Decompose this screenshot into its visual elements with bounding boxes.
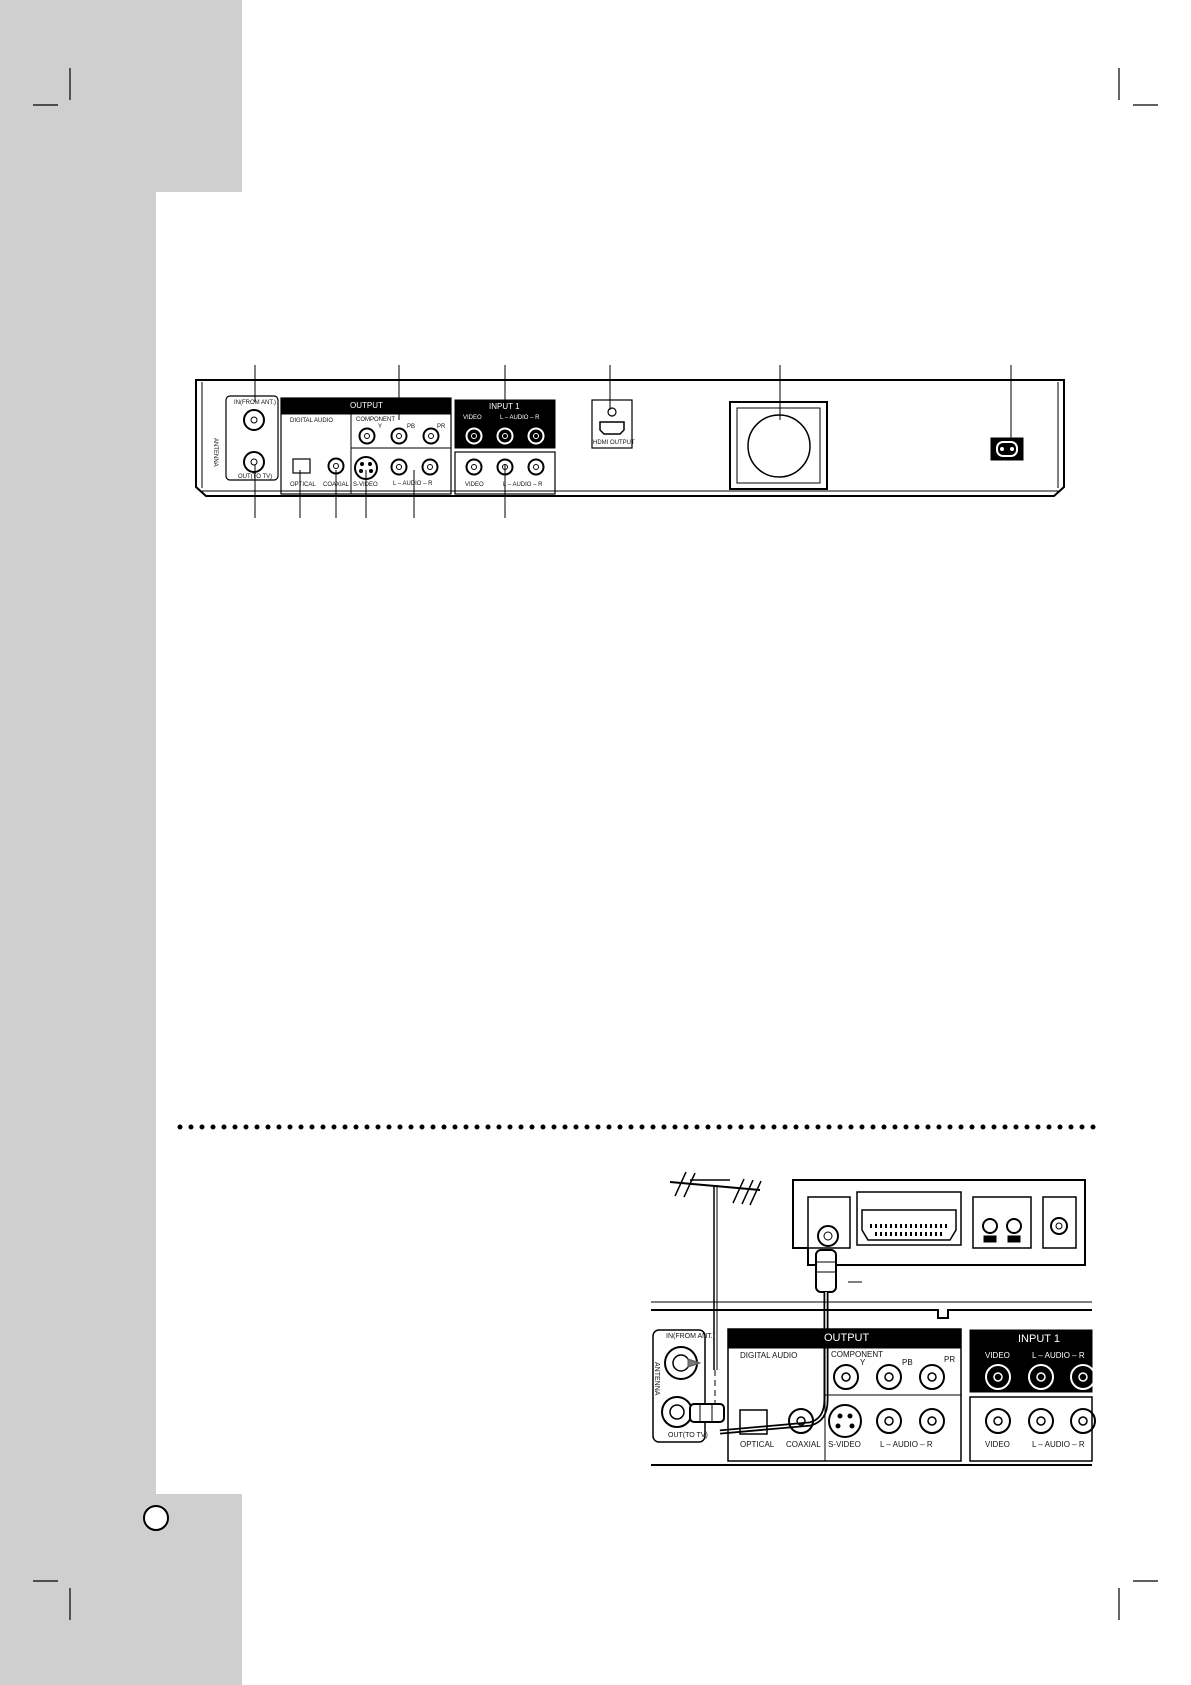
diagram-antenna-in-label: IN(FROM ANT.) [666,1333,715,1340]
diagram-input1-audio-label: L – AUDIO – R [1032,1351,1085,1360]
antenna-out-label: OUT(TO TV) [238,474,273,480]
input1-video-label: VIDEO [463,415,482,421]
antenna-side-label: ANTENNA [212,438,218,467]
diagram-component-y-label: Y [860,1358,866,1367]
crop-marks [33,68,1158,1620]
connection-diagram-drawing [651,1171,1096,1466]
rear-panel-drawing [195,365,1065,518]
component-pb-label: PB [407,424,416,430]
top-grey-band [156,0,242,192]
left-grey-band [0,0,156,1685]
component-label: COMPONENT [356,417,395,423]
component-pr-label: PR [437,424,446,430]
hdmi-output-label: HDMI OUTPUT [593,440,635,446]
optical-label: OPTICAL [290,482,316,488]
diagram-front-audio-label: L – AUDIO – R [1032,1440,1085,1449]
diagram-digital-audio-label: DIGITAL AUDIO [740,1351,798,1360]
antenna-in-label: IN(FROM ANT.) [234,400,276,406]
diagram-component-pb-label: PB [902,1358,913,1367]
diagram-input1-video-label: VIDEO [985,1351,1010,1360]
diagram-antenna-side-label: ANTENNA [653,1362,660,1396]
diagram-output-audio-label: L – AUDIO – R [880,1440,933,1449]
diagram-antenna-out-label: OUT(TO TV) [668,1432,708,1439]
front-audio-label: L – AUDIO – R [503,482,543,488]
output-audio-label: L – AUDIO – R [393,481,433,487]
input1-audio-label: L – AUDIO – R [500,415,540,421]
diagram-component-pr-label: PR [944,1355,956,1364]
component-y-label: Y [378,424,383,430]
digital-audio-label: DIGITAL AUDIO [290,418,334,424]
diagram-coaxial-label: COAXIAL [786,1440,821,1449]
diagram-s-video-label: S-VIDEO [828,1440,861,1449]
diagram-optical-label: OPTICAL [740,1440,775,1449]
input1-title: INPUT 1 [489,402,520,411]
coaxial-label: COAXIAL [323,482,350,488]
diagram-component-label: COMPONENT [831,1350,883,1359]
output-title: OUTPUT [350,401,383,410]
diagram-front-video-label: VIDEO [985,1440,1010,1449]
diagram-input1-title: INPUT 1 [1018,1333,1060,1345]
s-video-label: S-VIDEO [353,482,378,488]
front-video-label: VIDEO [465,482,484,488]
bottom-grey-band [156,1494,242,1685]
diagram-output-title: OUTPUT [824,1332,870,1344]
page-number-circle [143,1505,169,1531]
